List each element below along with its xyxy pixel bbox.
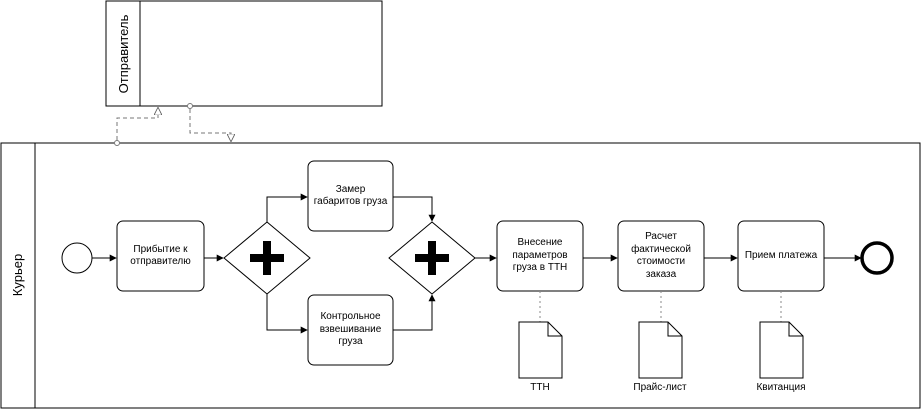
data-object-ttn-label: ТТН [530,382,550,393]
data-object-receipt[interactable] [759,321,804,379]
data-object-receipt-label: Квитанция [756,382,806,393]
data-associations [539,291,782,322]
task-arrival[interactable] [116,220,205,292]
data-object-price-list-label: Прайс-лист [633,382,687,393]
task-measure[interactable] [307,160,394,232]
data-object-price-list[interactable] [638,321,683,379]
start-event[interactable] [61,242,93,274]
data-object-ttn[interactable] [518,321,563,379]
task-arrival-label: Прибытие к отправителю [130,243,191,268]
task-measure-label: Замер габаритов груза [313,183,388,208]
task-calc-cost-label: Расчет фактической стоимости заказа [631,231,691,280]
task-enter-params-label: Внесение параметров груза в ТТН [512,237,568,274]
sender-pool-label: Отправитель [116,14,131,94]
sender-pool [105,0,383,107]
message-flow-to-sender [114,108,159,146]
sequence-flows [92,193,862,334]
task-payment-label: Прием платежа [744,249,818,261]
courier-pool-label: Курьер [10,253,25,297]
task-weigh-label: Контрольное взвешивание груза [319,311,382,348]
end-event[interactable] [860,241,894,275]
message-flow-to-courier [187,103,232,142]
parallel-gateway-join[interactable] [388,221,476,295]
